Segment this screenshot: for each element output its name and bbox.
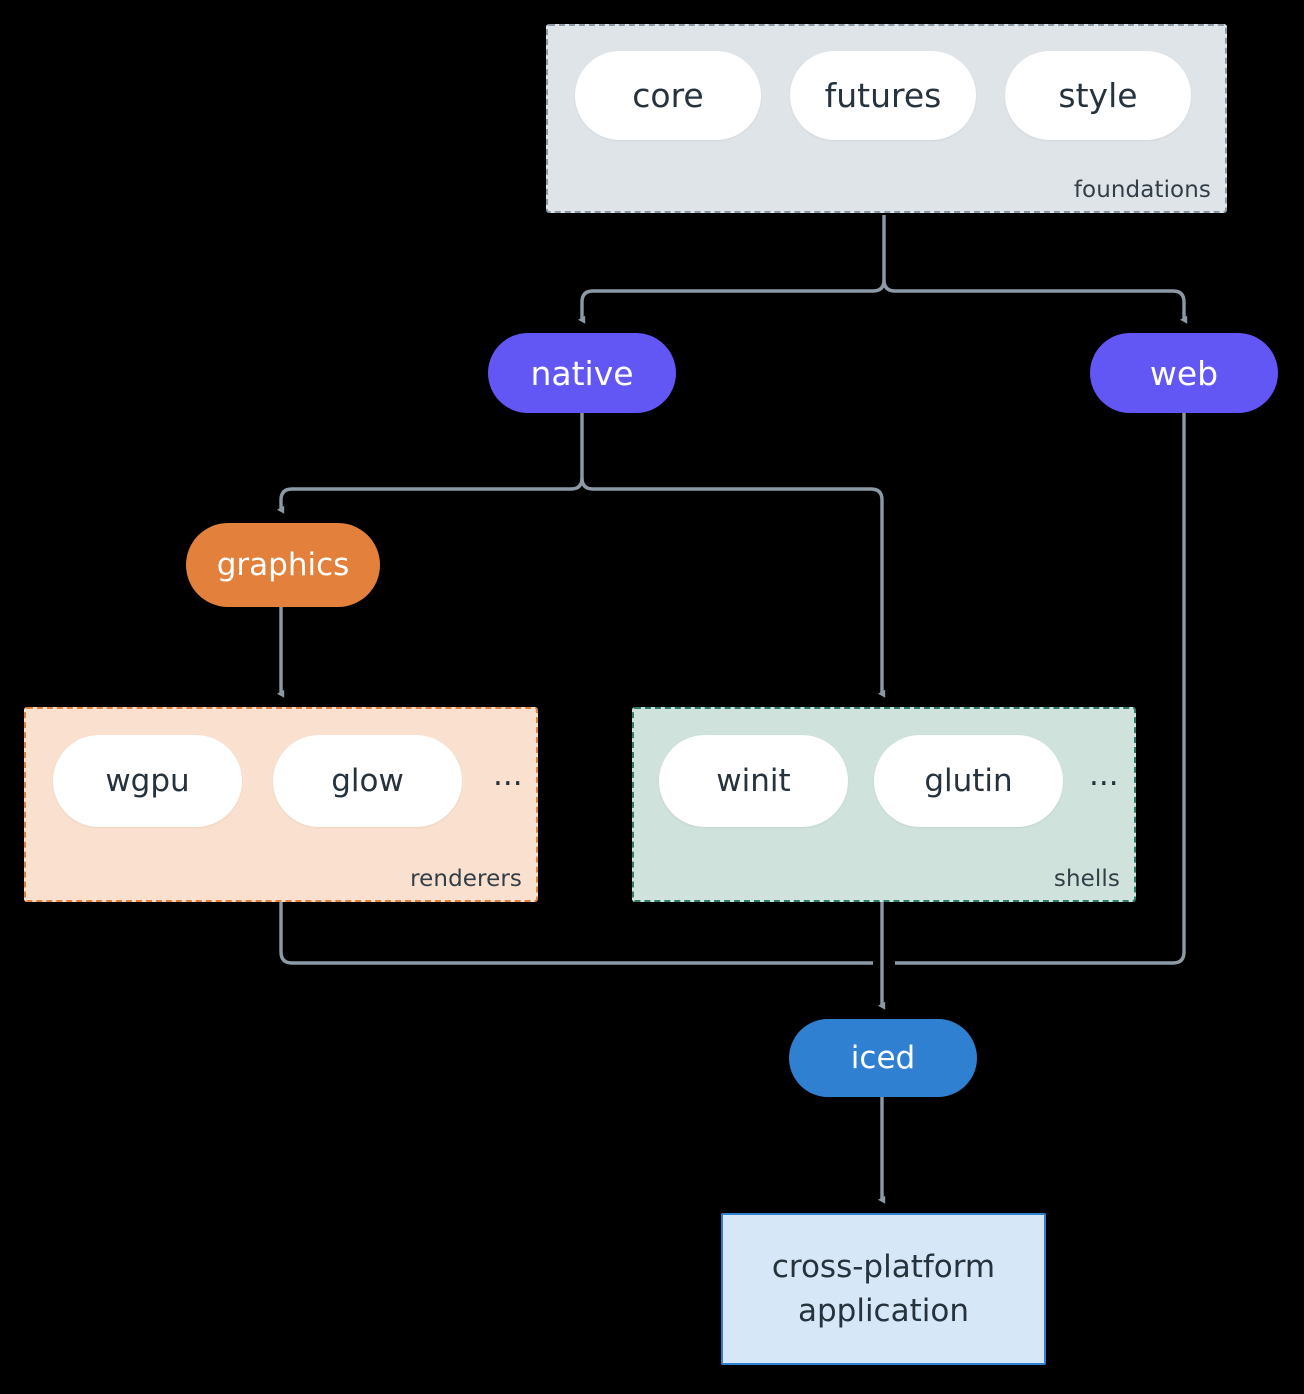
shells-ellipsis: ... <box>1089 756 1119 793</box>
application-label-wrapper: cross-platform application <box>772 1245 995 1333</box>
cluster-label-renderers: renderers <box>410 866 522 892</box>
pill-style[interactable]: style <box>1005 51 1191 140</box>
application-label-line2: application <box>797 1293 969 1329</box>
node-native[interactable]: native <box>488 333 676 413</box>
application-label-line1: cross-platform <box>771 1248 996 1285</box>
renderers-pill-row: wgpu glow ... <box>53 735 523 827</box>
edge-foundations-to-native <box>577 279 886 324</box>
pill-wgpu[interactable]: wgpu <box>53 735 242 827</box>
edge-foundations-to-web <box>882 279 1188 324</box>
cluster-label-shells: shells <box>1053 866 1120 892</box>
node-graphics[interactable]: graphics <box>186 523 380 607</box>
node-cross-platform-application[interactable]: cross-platform application <box>721 1213 1046 1365</box>
edge-native-to-graphics <box>276 477 584 514</box>
pill-glow[interactable]: glow <box>273 735 462 827</box>
cluster-foundations: core futures style foundations <box>546 24 1227 213</box>
cluster-renderers: wgpu glow ... renderers <box>24 707 538 902</box>
edge-native-to-shells <box>580 477 886 698</box>
pill-winit[interactable]: winit <box>659 735 848 827</box>
node-iced[interactable]: iced <box>789 1019 977 1097</box>
cluster-shells: winit glutin ... shells <box>632 707 1136 902</box>
foundations-pill-row: core futures style <box>575 51 1191 140</box>
pill-futures[interactable]: futures <box>790 51 976 140</box>
shells-pill-row: winit glutin ... <box>659 735 1119 827</box>
renderers-ellipsis: ... <box>493 756 523 793</box>
cluster-label-foundations: foundations <box>1073 177 1211 203</box>
node-web[interactable]: web <box>1090 333 1278 413</box>
edge-renderers-to-iced <box>279 902 873 965</box>
pill-core[interactable]: core <box>575 51 761 140</box>
pill-glutin[interactable]: glutin <box>874 735 1063 827</box>
